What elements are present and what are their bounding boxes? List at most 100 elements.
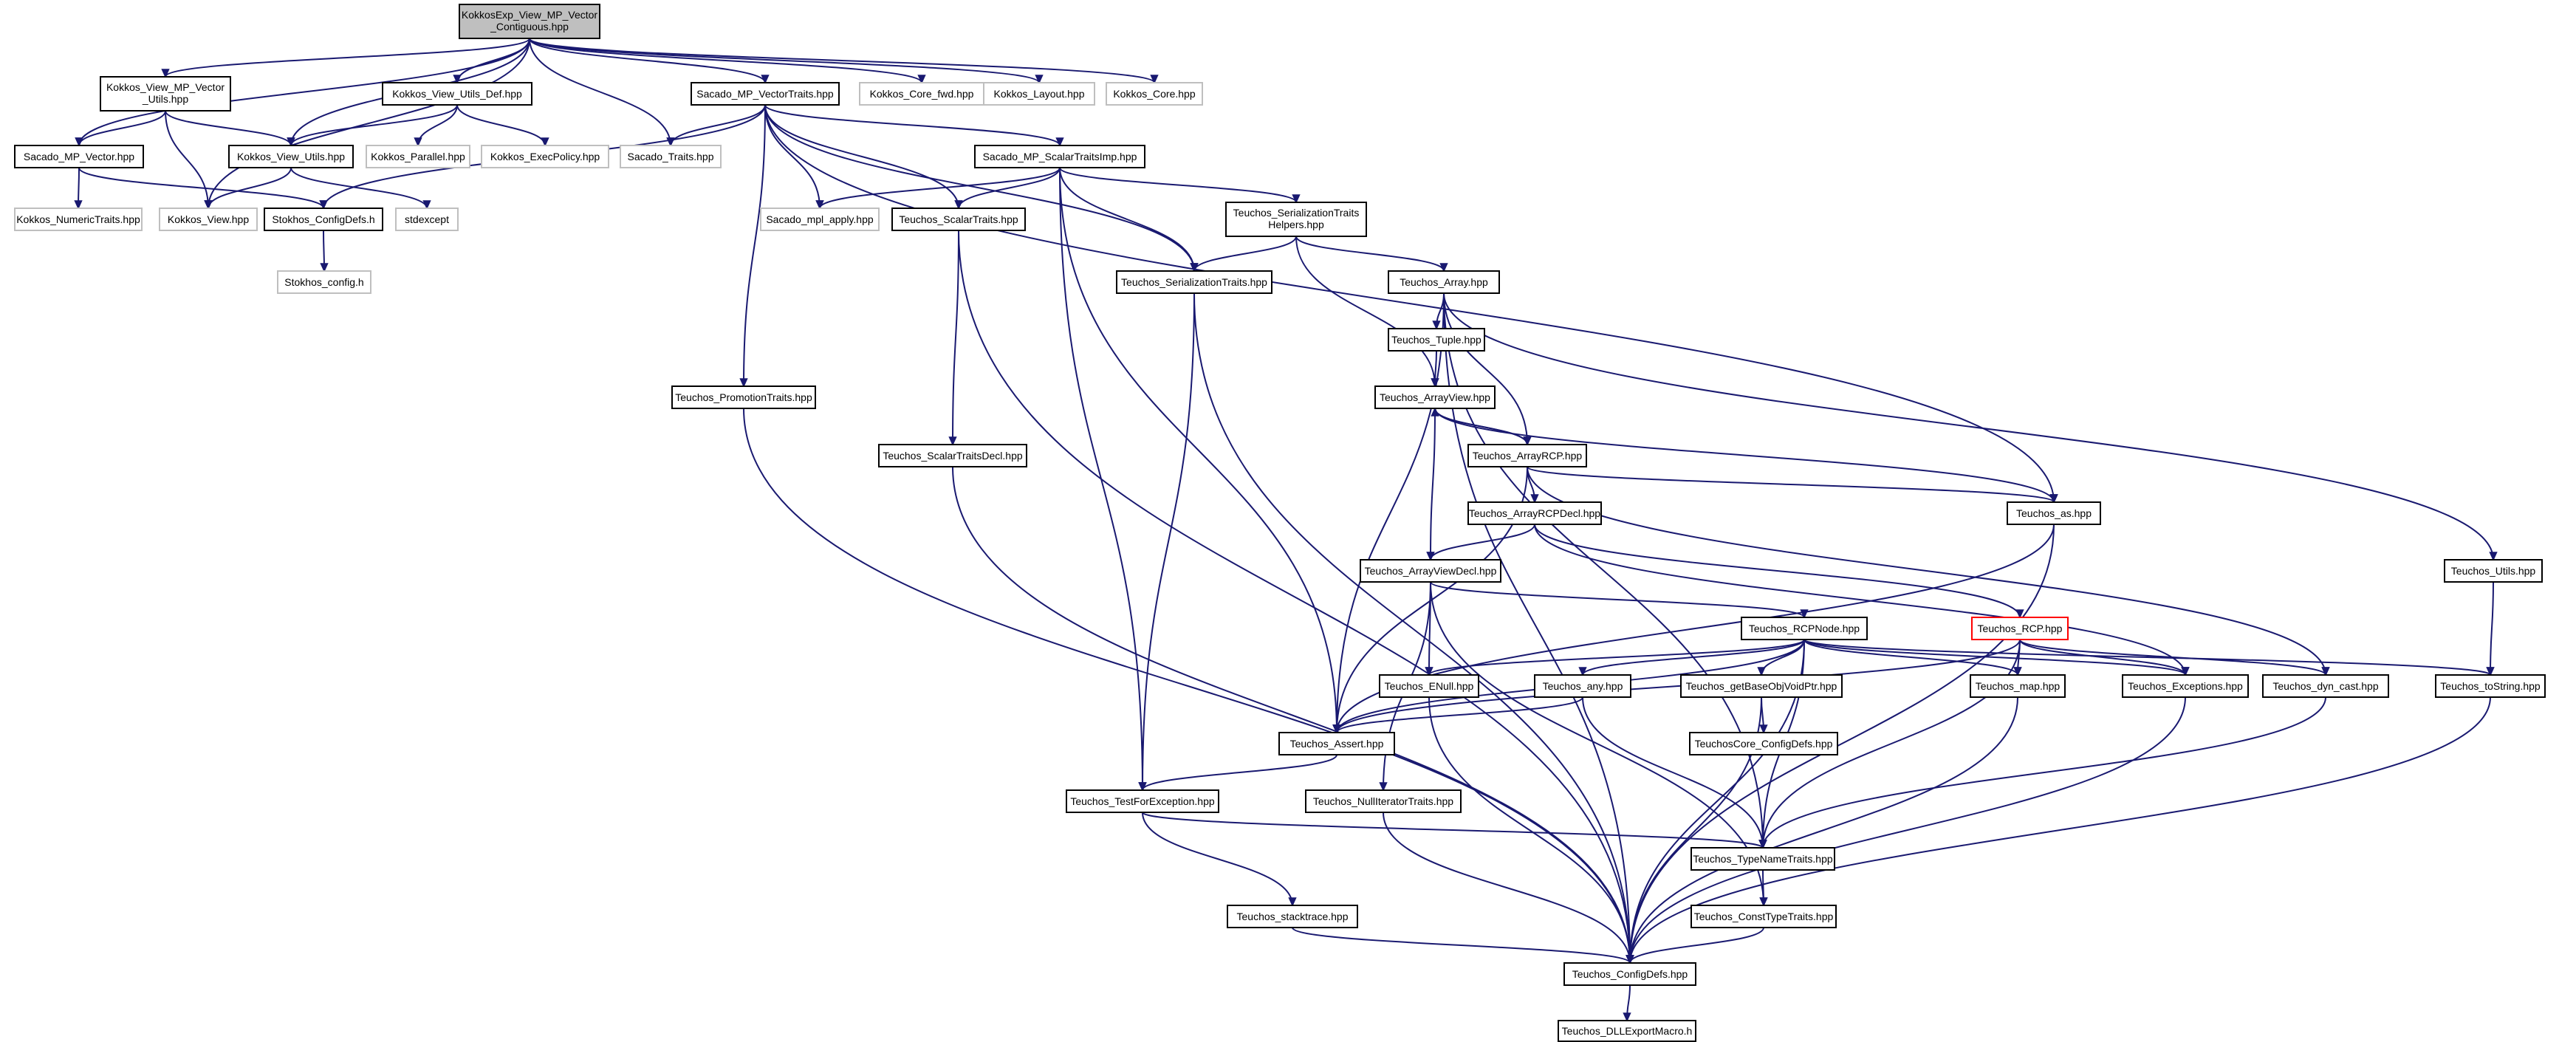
edge-smsti-tassert [1059, 167, 1337, 733]
node-sma[interactable]: Sacado_mpl_apply.hpp [760, 208, 880, 231]
node-label: Teuchos_Utils.hpp [2451, 565, 2536, 577]
node-box [100, 76, 231, 112]
arrow-head [1431, 407, 1439, 417]
node-tassert[interactable]: Teuchos_Assert.hpp [1278, 732, 1395, 755]
node-tutils[interactable]: Teuchos_Utils.hpp [2444, 559, 2543, 583]
node-box [1388, 328, 1485, 352]
arrow-head [948, 436, 957, 446]
node-box [2262, 674, 2389, 698]
node-tmap[interactable]: Teuchos_map.hpp [1970, 674, 2066, 698]
node-tsct[interactable]: Teuchos_ScalarTraits.hpp [891, 208, 1026, 231]
arrow-head [2013, 667, 2022, 676]
node-tdyn[interactable]: Teuchos_dyn_cast.hpp [2262, 674, 2389, 698]
node-tas[interactable]: Teuchos_as.hpp [2007, 501, 2101, 525]
edge-trcp-tdyn [2019, 639, 2326, 676]
node-label: Teuchos_RCP.hpp [1978, 623, 2063, 634]
node-kp[interactable]: Kokkos_Parallel.hpp [366, 145, 470, 168]
node-ttostr[interactable]: Teuchos_toString.hpp [2435, 674, 2546, 698]
edge-trcpn-tcd [1629, 639, 1805, 964]
node-box [1534, 674, 1631, 698]
arrow-head [1332, 724, 1341, 734]
edge-tarcp-tas [1527, 466, 2055, 503]
node-tcd[interactable]: Teuchos_ConfigDefs.hpp [1563, 962, 1696, 986]
edge-tsth-tav [1295, 236, 1436, 387]
arrow-head [2486, 667, 2495, 676]
edge-tsct-tstd [952, 230, 959, 445]
node-tarr[interactable]: Teuchos_Array.hpp [1388, 270, 1500, 294]
node-ttup[interactable]: Teuchos_Tuple.hpp [1388, 328, 1485, 352]
node-texc[interactable]: Teuchos_Exceptions.hpp [2122, 674, 2249, 698]
node-tavd[interactable]: Teuchos_ArrayViewDecl.hpp [1360, 559, 1501, 583]
arrow-head [2015, 609, 2024, 619]
node-kv[interactable]: Kokkos_View.hpp [159, 208, 258, 231]
node-tenull[interactable]: Teuchos_ENull.hpp [1379, 674, 1479, 698]
node-box [1360, 559, 1501, 583]
node-ttfe[interactable]: Teuchos_TestForException.hpp [1066, 789, 1219, 813]
node-root[interactable]: KokkosExp_View_MP_Vector_Contiguous.hpp [459, 4, 600, 39]
node-label: KokkosExp_View_MP_Vector [462, 9, 598, 21]
node-box [1690, 847, 1835, 871]
node-tany[interactable]: Teuchos_any.hpp [1534, 674, 1631, 698]
node-box [1225, 202, 1367, 237]
node-label: Teuchos_PromotionTraits.hpp [675, 391, 812, 403]
edge-smvt-st [670, 104, 766, 146]
edge-root-smv [78, 38, 530, 146]
node-label: Teuchos_DLLExportMacro.h [1562, 1025, 1693, 1037]
node-tccd[interactable]: TeuchosCore_ConfigDefs.hpp [1689, 732, 1838, 755]
node-st[interactable]: Sacado_Traits.hpp [620, 145, 722, 168]
node-scd[interactable]: Stokhos_ConfigDefs.h [264, 208, 383, 231]
node-tdll[interactable]: Teuchos_DLLExportMacro.h [1558, 1020, 1696, 1042]
arrow-head [319, 200, 328, 210]
node-kvu[interactable]: Kokkos_View_Utils.hpp [228, 145, 354, 168]
arrow-head [1288, 897, 1297, 907]
node-tpt[interactable]: Teuchos_PromotionTraits.hpp [671, 385, 816, 409]
node-label: Sacado_MP_VectorTraits.hpp [696, 88, 834, 100]
node-trcp[interactable]: Teuchos_RCP.hpp [1971, 617, 2069, 640]
node-kvmpvu[interactable]: Kokkos_View_MP_Vector_Utils.hpp [100, 76, 231, 112]
node-ttnt[interactable]: Teuchos_TypeNameTraits.hpp [1690, 847, 1835, 871]
node-kvud[interactable]: Kokkos_View_Utils_Def.hpp [382, 82, 532, 106]
node-tarcp[interactable]: Teuchos_ArrayRCP.hpp [1467, 444, 1587, 467]
node-tst[interactable]: Teuchos_SerializationTraits.hpp [1116, 270, 1272, 294]
node-box [620, 145, 722, 168]
node-kcf[interactable]: Kokkos_Core_fwd.hpp [859, 82, 984, 106]
arrow-head [2489, 552, 2498, 561]
node-knt[interactable]: Kokkos_NumericTraits.hpp [14, 208, 143, 231]
node-smv[interactable]: Sacado_MP_Vector.hpp [14, 145, 144, 168]
node-sc[interactable]: Stokhos_config.h [277, 270, 371, 294]
node-box [382, 82, 532, 106]
arrow-head [1758, 840, 1767, 849]
edge-trcpn-tmap [1803, 639, 2018, 676]
node-tnit[interactable]: Teuchos_NullIteratorTraits.hpp [1305, 789, 1462, 813]
node-label: Teuchos_ENull.hpp [1385, 680, 1474, 692]
edge-tctt-tcd [1629, 927, 1764, 964]
node-tarcpd[interactable]: Teuchos_ArrayRCPDecl.hpp [1467, 501, 1602, 525]
node-tstd[interactable]: Teuchos_ScalarTraitsDecl.hpp [878, 444, 1027, 467]
edge-smvt-tsct [764, 104, 959, 209]
node-label: Teuchos_TestForException.hpp [1070, 795, 1215, 807]
node-smvt[interactable]: Sacado_MP_VectorTraits.hpp [691, 82, 840, 106]
edge-tav-tas [1434, 408, 2055, 503]
node-box [1467, 501, 1602, 525]
node-trcpn[interactable]: Teuchos_RCPNode.hpp [1741, 617, 1868, 640]
node-stdex[interactable]: stdexcept [395, 208, 459, 231]
node-tctt[interactable]: Teuchos_ConstTypeTraits.hpp [1690, 905, 1837, 928]
node-box [1680, 674, 1843, 698]
node-kep[interactable]: Kokkos_ExecPolicy.hpp [481, 145, 609, 168]
node-smsti[interactable]: Sacado_MP_ScalarTraitsImp.hpp [974, 145, 1145, 168]
node-label: Teuchos_ConfigDefs.hpp [1572, 968, 1688, 980]
node-box [1971, 617, 2069, 640]
edge-tarcpd-trcp [1534, 524, 2021, 618]
arrow-head [1800, 609, 1809, 619]
edge-kvu-stdex [290, 167, 428, 209]
arrow-head [422, 200, 431, 210]
node-kc[interactable]: Kokkos_Core.hpp [1106, 82, 1203, 106]
arrow-head [1138, 782, 1147, 792]
node-kl[interactable]: Kokkos_Layout.hpp [983, 82, 1095, 106]
node-box [891, 208, 1026, 231]
node-tgbovp[interactable]: Teuchos_getBaseObjVoidPtr.hpp [1680, 674, 1843, 698]
node-tav[interactable]: Teuchos_ArrayView.hpp [1374, 385, 1496, 409]
edge-tsth-tst [1193, 236, 1297, 272]
node-tstack[interactable]: Teuchos_stacktrace.hpp [1227, 905, 1358, 928]
